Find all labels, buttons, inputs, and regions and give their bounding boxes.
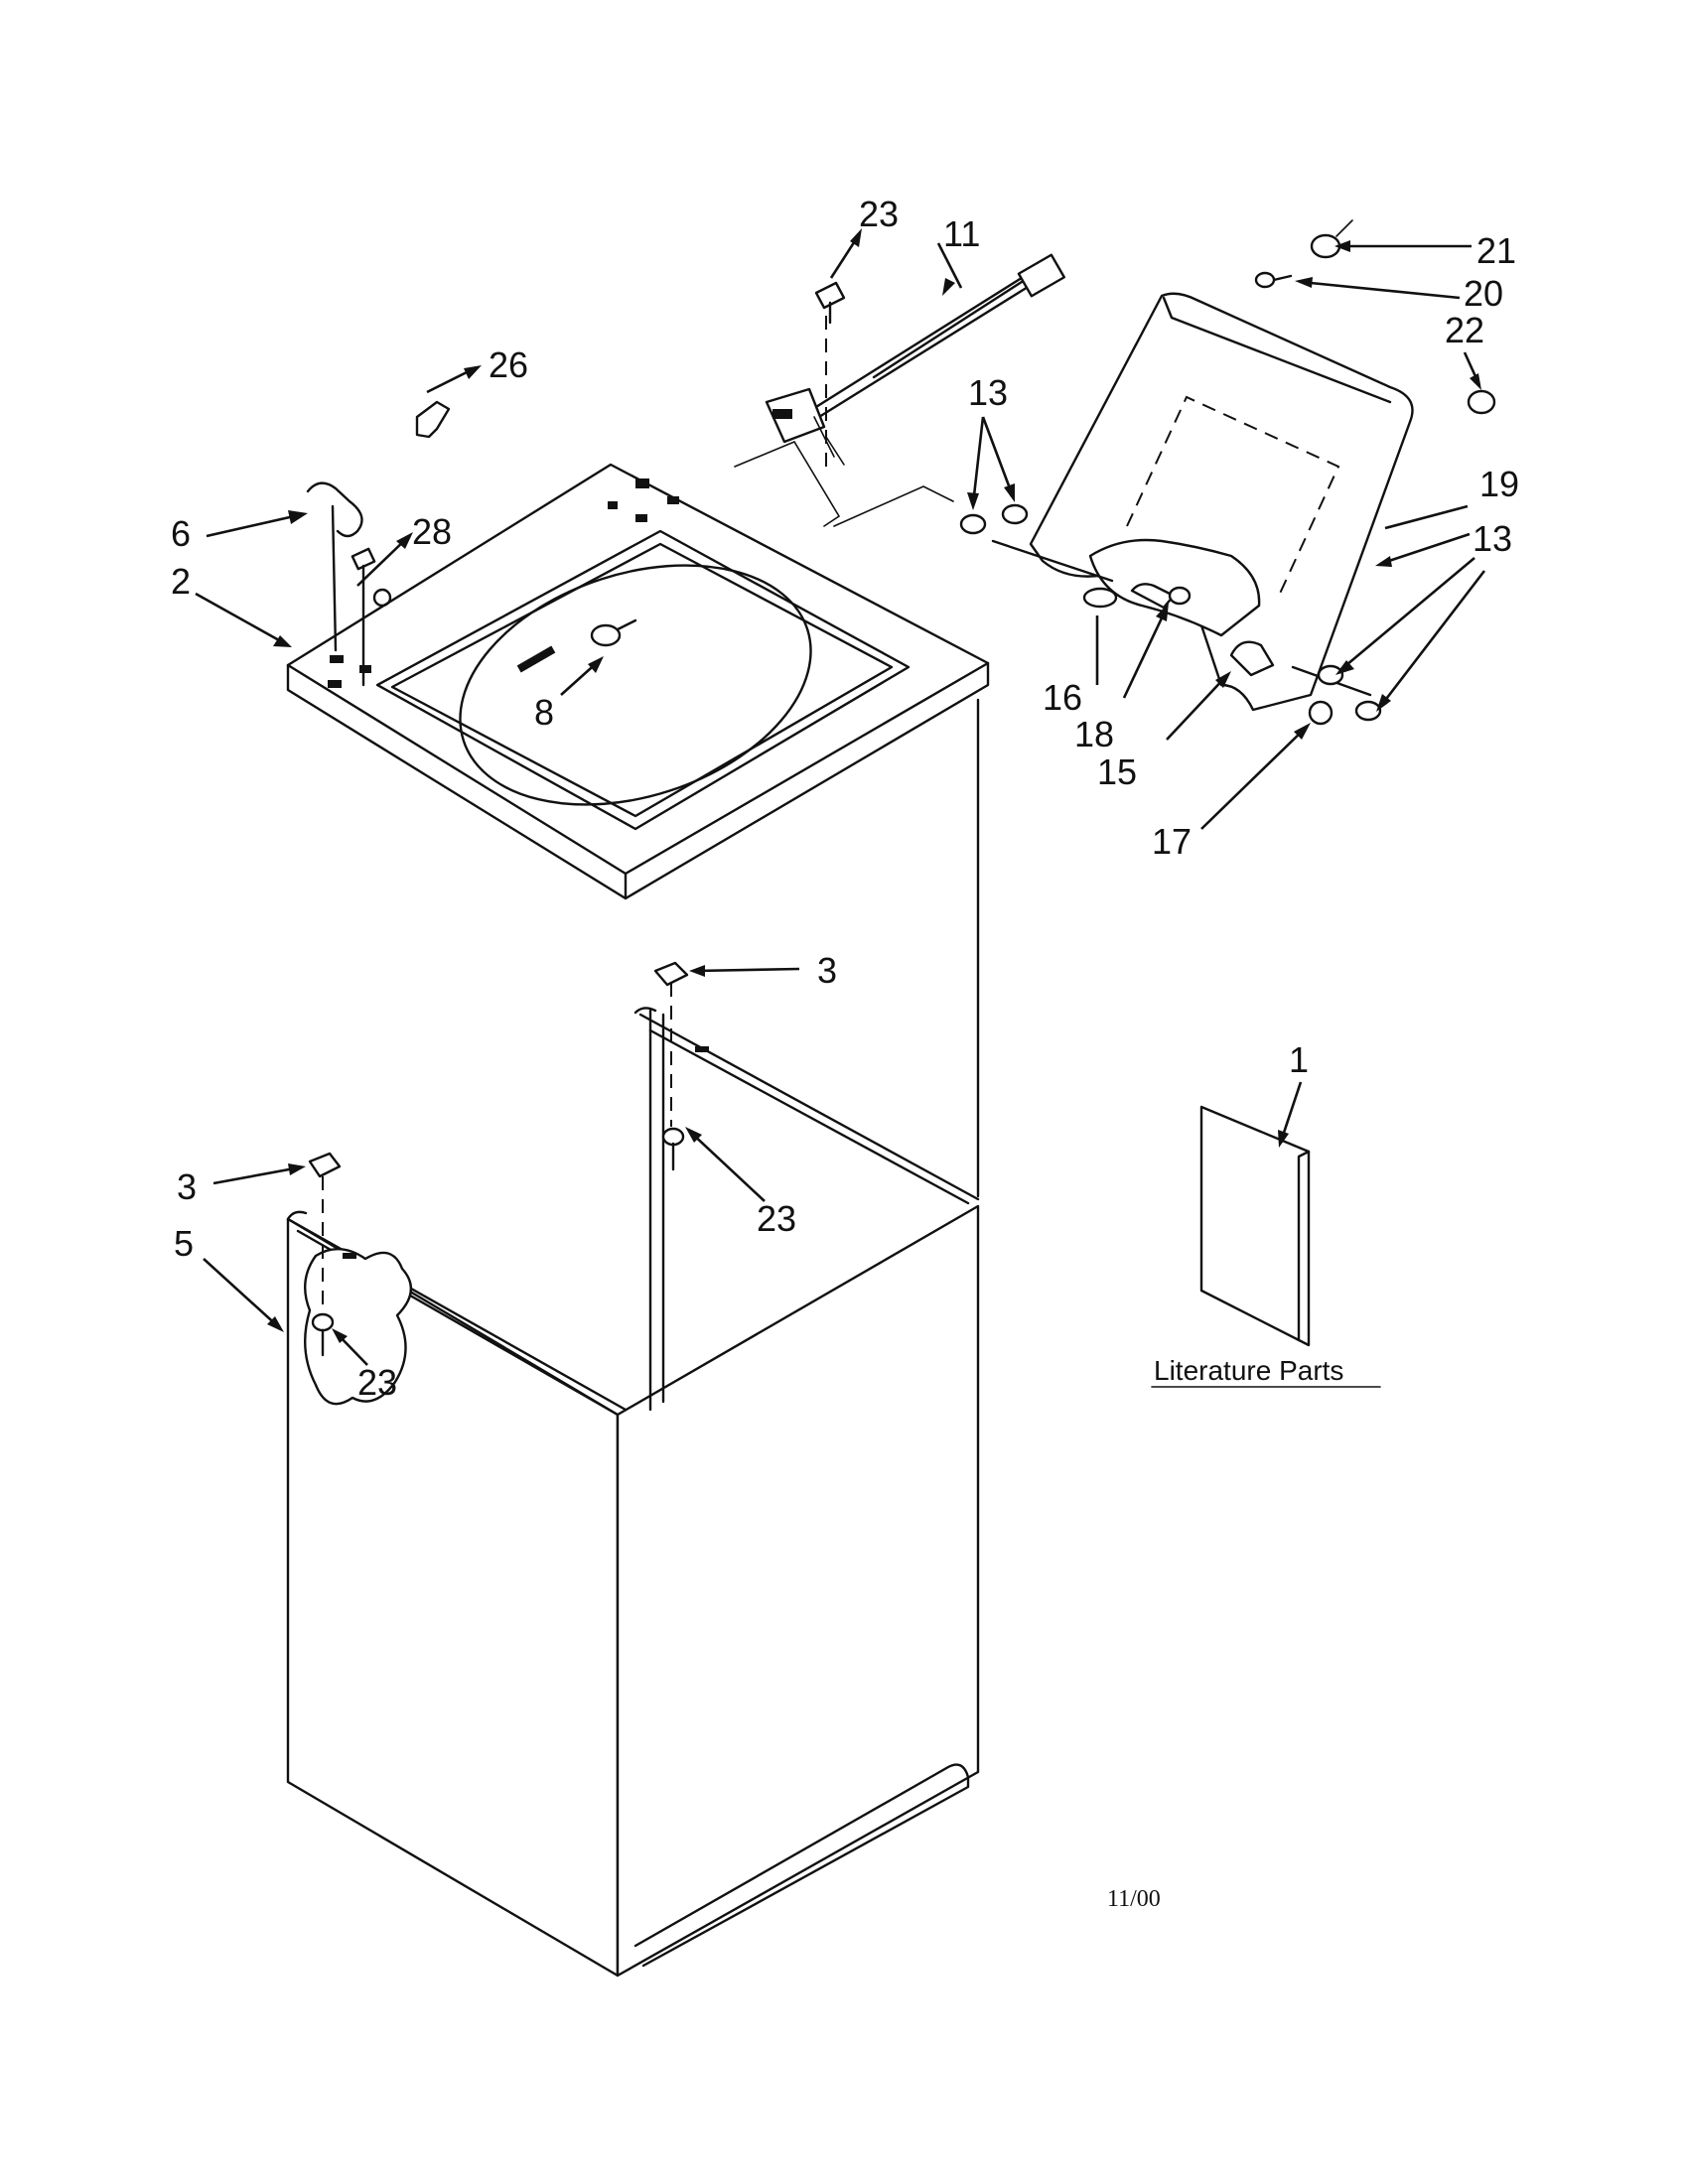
- top-panel: [286, 463, 990, 900]
- callout-5: 5: [174, 1223, 194, 1264]
- callout-1: 1: [1289, 1039, 1309, 1080]
- literature-pack: [1151, 1105, 1381, 1388]
- callout-20: 20: [1464, 273, 1503, 314]
- lid: [991, 292, 1414, 712]
- callout-11: 11: [943, 213, 980, 254]
- callout-19: 19: [1479, 464, 1519, 504]
- callout-28: 28: [412, 511, 452, 552]
- callout-22: 22: [1445, 310, 1484, 350]
- callout-labels: 1 2 3 3 5 6 8 11 13 13 15 16 17 18 19 20…: [171, 194, 1519, 1912]
- callout-23-right: 23: [757, 1198, 796, 1239]
- callout-3-left: 3: [177, 1166, 197, 1207]
- lid-switch-harness: [734, 253, 1066, 527]
- cabinet: [286, 698, 980, 1978]
- callout-2: 2: [171, 561, 191, 602]
- callout-18: 18: [1074, 714, 1114, 754]
- callout-15: 15: [1097, 751, 1137, 792]
- callout-26: 26: [489, 344, 528, 385]
- leader-arrows: [195, 228, 1486, 1366]
- callout-6: 6: [171, 513, 191, 554]
- date-code: 11/00: [1107, 1886, 1161, 1912]
- callout-17: 17: [1152, 821, 1192, 862]
- callout-16: 16: [1043, 677, 1082, 718]
- callout-21: 21: [1476, 230, 1516, 271]
- callout-23-left: 23: [357, 1362, 397, 1403]
- callout-23-top: 23: [859, 194, 899, 234]
- callout-13-right: 13: [1473, 518, 1512, 559]
- literature-parts-label: Literature Parts: [1154, 1355, 1343, 1386]
- callout-13-left: 13: [968, 372, 1008, 413]
- callout-3-right: 3: [817, 950, 837, 991]
- callout-8: 8: [534, 692, 554, 733]
- hardware: [306, 219, 1496, 1357]
